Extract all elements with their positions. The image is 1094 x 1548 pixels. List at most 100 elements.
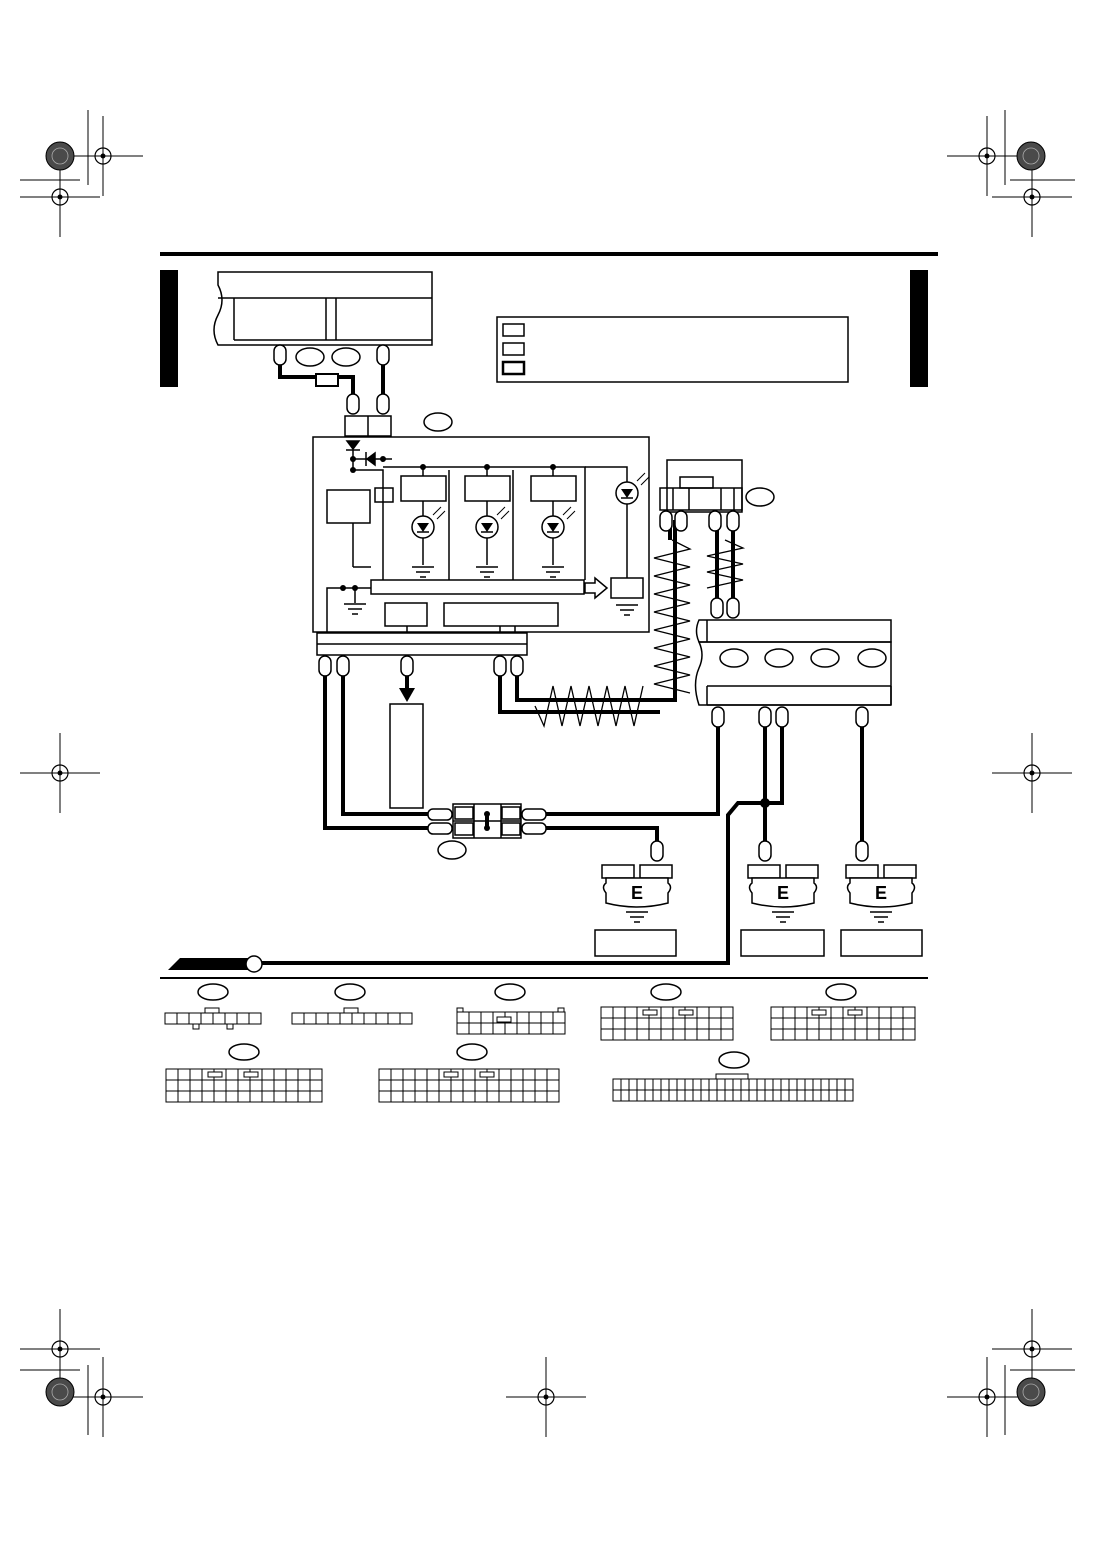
crosshair-center (984, 153, 990, 159)
continuation-node (245, 955, 263, 973)
pinout-connector-3 (456, 1011, 566, 1035)
connector-id-bubble (650, 983, 682, 1001)
right-control-unit (694, 619, 892, 706)
harness-plug (493, 655, 507, 677)
connector-id-bubble (718, 1051, 750, 1069)
crosshair-ring (51, 188, 69, 206)
pinout-connector-1 (164, 1012, 262, 1025)
ground-icon (476, 566, 498, 578)
crosshair-center (100, 153, 106, 159)
connector-id-bubble-right (745, 487, 775, 507)
connector-latch (207, 1071, 223, 1078)
crosshair-center (57, 194, 63, 200)
legend-swatch-3 (501, 360, 526, 376)
led-icon (475, 506, 510, 539)
connector-key (557, 1007, 565, 1013)
twist-zigzag (653, 539, 692, 694)
terminal-lug-right (785, 864, 819, 879)
connector-id-bubble-top (423, 412, 453, 432)
terminal-body (748, 877, 818, 908)
harness-plug (726, 597, 740, 619)
fuse-id-bubble-2 (331, 347, 361, 367)
continuation-arrow (168, 958, 250, 970)
harness-plug (710, 597, 724, 619)
ground-terminal: E (601, 864, 673, 923)
terminal-lug-left (845, 864, 879, 879)
harness-plugs (273, 344, 869, 862)
connector-latch (479, 1071, 495, 1078)
harness-plug (346, 393, 360, 415)
crosshair-target-icon (63, 116, 143, 196)
pinout-connector-5 (770, 1006, 916, 1041)
light-ray-icon (562, 506, 576, 520)
crosshair-center (1029, 1346, 1035, 1352)
crosshair-ring (1023, 188, 1041, 206)
header-rule (160, 252, 938, 256)
crosshair-center (57, 770, 63, 776)
fuse-box-component (213, 271, 433, 346)
crosshair-target-icon (20, 733, 100, 813)
connector-id-bubble (334, 983, 366, 1001)
harness-plug (708, 510, 722, 532)
connector-latch (642, 1009, 658, 1016)
terminal-lug-right (639, 864, 673, 879)
indicator-block-3 (530, 475, 577, 502)
diode-icon-horizontal (365, 451, 376, 467)
section-divider (160, 977, 928, 979)
harness-plug (400, 655, 414, 677)
crosshair-center (100, 1394, 106, 1400)
harness-plug (427, 808, 453, 821)
crosshair-center (543, 1394, 549, 1400)
indicator-block-1 (400, 475, 447, 502)
harness-plug (674, 510, 688, 532)
connector-latch (343, 1007, 359, 1014)
harness-plug (726, 510, 740, 532)
registration-dial-bottom-left (45, 1377, 75, 1407)
fuse-id-bubble-1 (295, 347, 325, 367)
harness-plug (711, 706, 725, 728)
connector-id-bubble-joint (437, 840, 467, 860)
ground-icon (616, 604, 638, 616)
connector-key (226, 1023, 234, 1030)
ground-icon (542, 566, 564, 578)
pinout-connector-8 (612, 1078, 854, 1102)
connector-latch (243, 1071, 259, 1078)
harness-plug (510, 655, 524, 677)
terminal-lug-left (747, 864, 781, 879)
led-triangle (621, 489, 633, 498)
led-indicators (411, 472, 650, 539)
harness-plug (521, 808, 547, 821)
connector-key (456, 1007, 464, 1013)
down-arrow-icon (399, 688, 415, 702)
led-icon (411, 506, 446, 539)
legend-box (496, 316, 849, 383)
connector-id-bubble (494, 983, 526, 1001)
crosshair-target-icon (947, 1357, 1027, 1437)
led-icon (541, 506, 576, 539)
connector-key (192, 1023, 200, 1030)
circuit-bus-bar (370, 579, 585, 595)
lower-device (389, 703, 424, 809)
lower-block-wide (443, 602, 559, 627)
resistor-block (374, 487, 394, 503)
pinout-frame (378, 1068, 560, 1103)
harness-plug (659, 510, 673, 532)
crosshair-ring (537, 1388, 555, 1406)
harness-plug (758, 706, 772, 728)
connector-latch (204, 1007, 220, 1014)
lower-block-small (384, 602, 428, 627)
ground-location-boxes (594, 929, 923, 957)
connector-latch (715, 1073, 749, 1080)
crosshair-center (1029, 194, 1035, 200)
pinout-connector-7 (378, 1068, 560, 1103)
crosshair-ring (94, 1388, 112, 1406)
right-connector-assembly (659, 459, 743, 513)
harness-plug (376, 393, 390, 415)
crosshair-target-icon (63, 1357, 143, 1437)
terminal-body (602, 877, 672, 908)
joint-connector-bridge (484, 811, 490, 831)
registration-dial-bottom-right (1016, 1377, 1046, 1407)
registration-dial-top-right (1016, 141, 1046, 171)
twist-zigzag (706, 539, 746, 589)
connector-id-bubble (825, 983, 857, 1001)
